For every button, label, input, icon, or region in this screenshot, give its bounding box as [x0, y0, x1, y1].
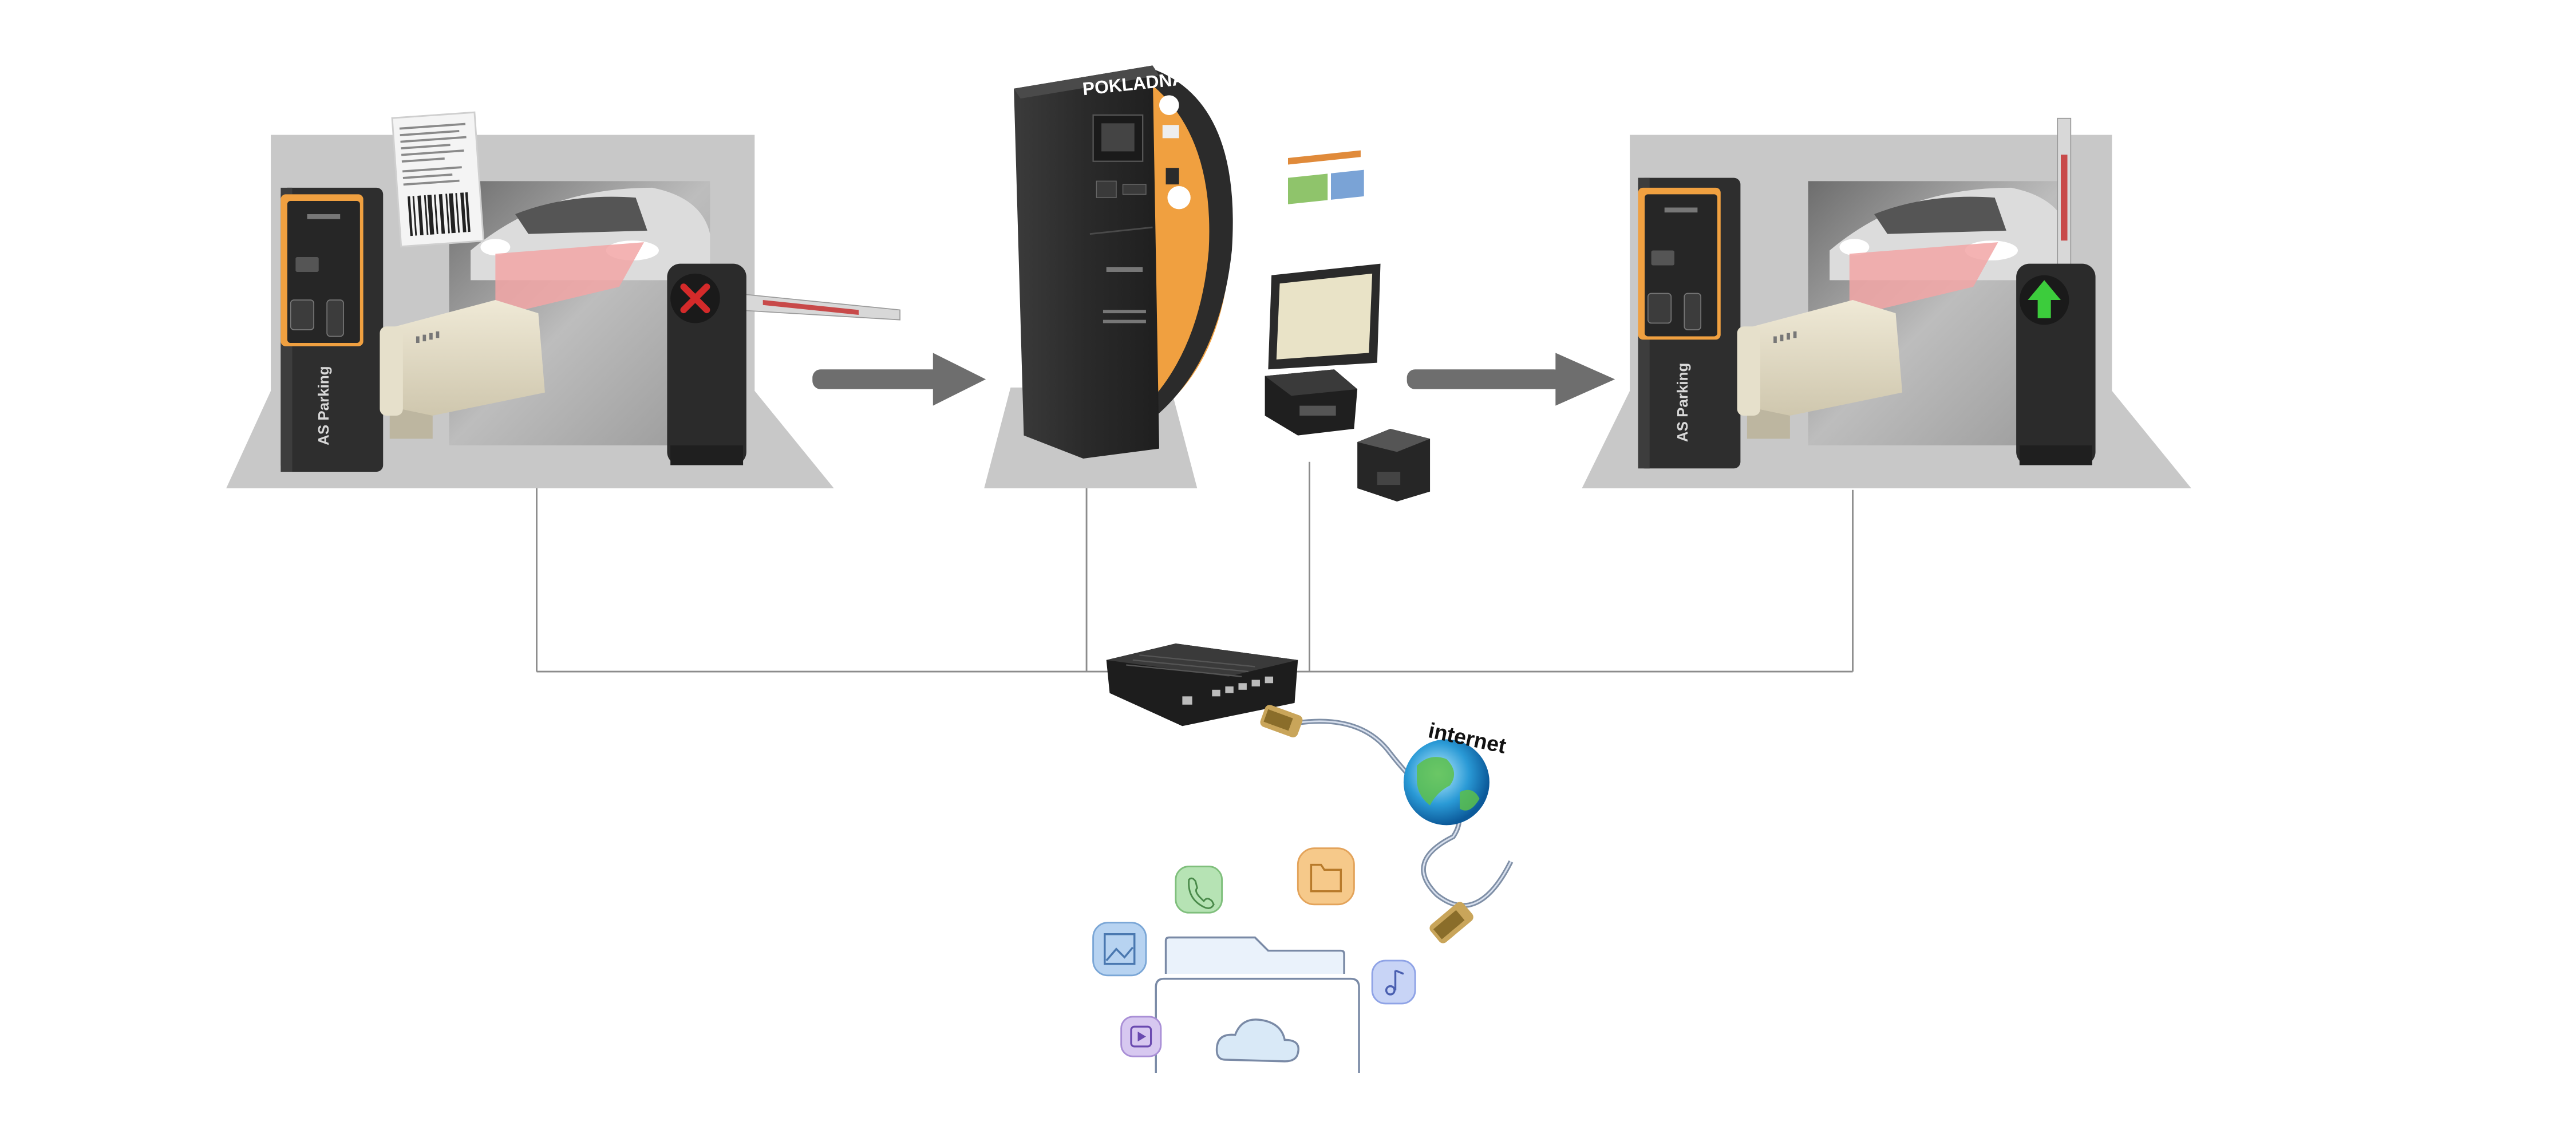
network-connectors: [536, 461, 1854, 673]
folder-back: [1164, 936, 1345, 974]
cloud-icon: [1215, 1018, 1299, 1063]
folder-icon: [1297, 847, 1355, 906]
laser-beam: [495, 242, 644, 317]
image-icon: [1092, 922, 1147, 977]
globe-icon: internet: [1403, 718, 1508, 826]
ticket-terminal-exit: AS Parking: [1638, 177, 1741, 469]
server-box-icon: [1106, 643, 1298, 727]
barrier-icon: [667, 263, 900, 465]
pos-terminal-icon: [1265, 150, 1381, 436]
barrier-icon: [2016, 117, 2096, 465]
terminal-brand-label-exit: AS Parking: [1674, 363, 1691, 442]
entry-station: AS Parking: [226, 111, 900, 488]
camera-icon: [380, 300, 545, 439]
terminal-brand-label-entry: AS Parking: [315, 366, 332, 445]
ticket-terminal-entry: AS Parking: [280, 187, 384, 472]
flow-arrow-1: [812, 353, 986, 406]
music-icon: [1371, 960, 1416, 1005]
phone-icon: [1175, 866, 1223, 914]
video-icon: [1120, 1016, 1162, 1057]
cloud-storage-illustration: [1092, 847, 1416, 1073]
go-signal-icon: [2028, 280, 2061, 318]
laser-beam: [1849, 242, 1998, 317]
printer-icon: [1357, 429, 1431, 502]
parking-ticket-icon: [391, 111, 485, 248]
stop-signal-icon: [680, 283, 710, 314]
folder-front: [1155, 977, 1360, 1073]
exit-station: AS Parking: [1582, 117, 2191, 488]
camera-icon: [1737, 300, 1903, 439]
payment-kiosk-icon: POKLADNA: [1014, 65, 1233, 459]
payment-kiosk-station: POKLADNA: [984, 65, 1233, 488]
flow-arrow-2: [1406, 353, 1615, 406]
